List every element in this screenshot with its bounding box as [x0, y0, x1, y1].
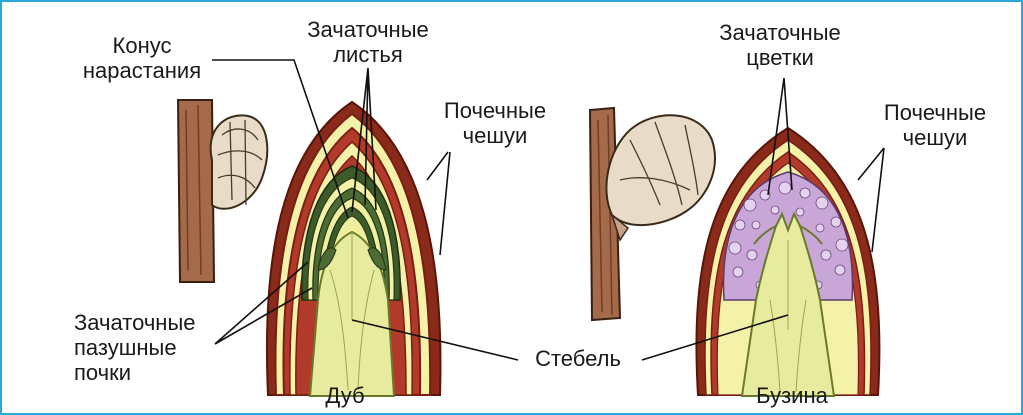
- label-zachatochnye-listya: Зачаточные листья: [290, 17, 446, 67]
- elder-bud-section: [696, 128, 879, 396]
- label-konus-narastaniya: Конус нарастания: [72, 33, 212, 83]
- label-zachatochnye-tsvetki: Зачаточные цветки: [700, 20, 860, 70]
- elder-twig-illustration: [590, 108, 715, 320]
- label-stebel: Стебель: [515, 346, 641, 371]
- label-buzina: Бузина: [742, 383, 842, 408]
- label-dub: Дуб: [305, 383, 385, 408]
- label-zachatochnye-pazushnye-pochki: Зачаточные пазушные почки: [74, 310, 224, 385]
- label-pochechnye-cheshui-left: Почечные чешуи: [430, 98, 560, 148]
- oak-twig-illustration: [178, 100, 267, 282]
- oak-bud-section: [267, 102, 441, 396]
- label-pochechnye-cheshui-right: Почечные чешуи: [870, 100, 1000, 150]
